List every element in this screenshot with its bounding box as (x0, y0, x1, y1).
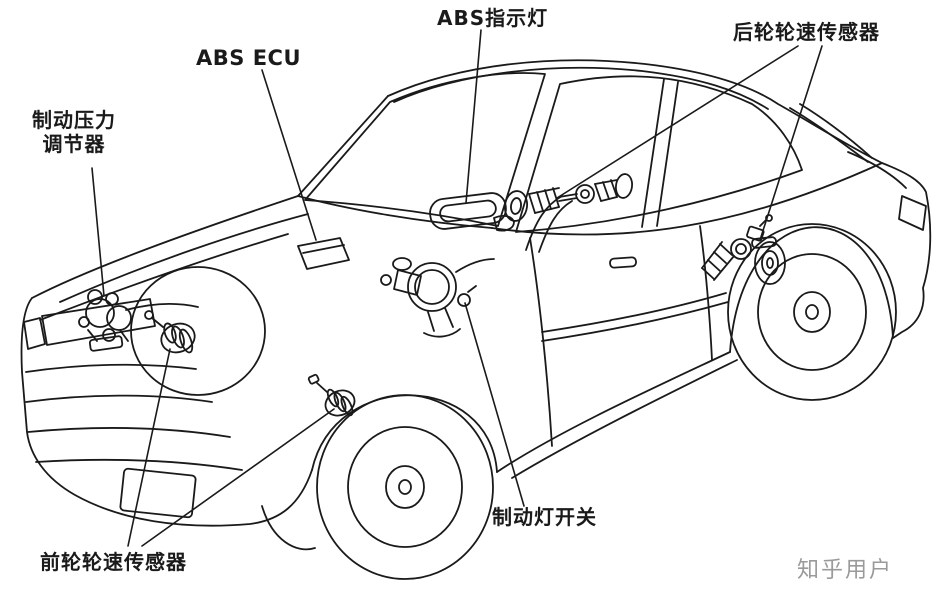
car-front-fascia (23, 298, 243, 519)
leader-lines (91, 29, 823, 547)
side-mirror (493, 215, 515, 232)
rear-wheel (727, 223, 897, 401)
label-brake-pressure-regulator: 制动压力 调节器 (18, 108, 130, 156)
brake-light-switch-part (457, 285, 477, 307)
leader-rear-sensor-b (759, 45, 823, 241)
label-brake-pressure-regulator-line1: 制动压力 (32, 108, 116, 132)
front-wheel-speed-sensor-2 (307, 373, 356, 417)
leader-regulator (91, 167, 105, 297)
car-doors (529, 225, 777, 447)
brake-booster-assembly (380, 257, 495, 338)
leader-brake-switch (464, 302, 525, 507)
leader-rear-sensor-a (556, 45, 799, 199)
interior-hints (525, 195, 573, 253)
leader-front-sensor-b (141, 408, 335, 547)
label-abs-ecu: ABS ECU (196, 46, 302, 70)
label-abs-indicator: ABS指示灯 (437, 6, 549, 30)
car-glass (304, 72, 803, 233)
front-wheel (316, 394, 494, 580)
label-rear-wheel-sensor: 后轮轮速传感器 (733, 20, 880, 44)
rear-wheel-speed-sensor-assembly (701, 214, 786, 285)
watermark-zhihu-user: 知乎用户 (797, 558, 894, 583)
leader-front-sensor-a (127, 348, 171, 547)
abs-ecu-box (297, 237, 350, 270)
rear-halfshaft-assembly (504, 173, 633, 222)
leader-abs-indicator (465, 29, 482, 204)
leader-abs-ecu (261, 69, 317, 241)
brake-pressure-regulator-assembly (78, 289, 199, 352)
car-body-outline (20, 59, 932, 551)
label-brake-light-switch: 制动灯开关 (492, 505, 597, 529)
label-front-wheel-sensor: 前轮轮速传感器 (40, 550, 187, 574)
label-brake-pressure-regulator-line2: 调节器 (42, 132, 106, 156)
front-wheel-speed-sensor-1 (144, 310, 196, 354)
